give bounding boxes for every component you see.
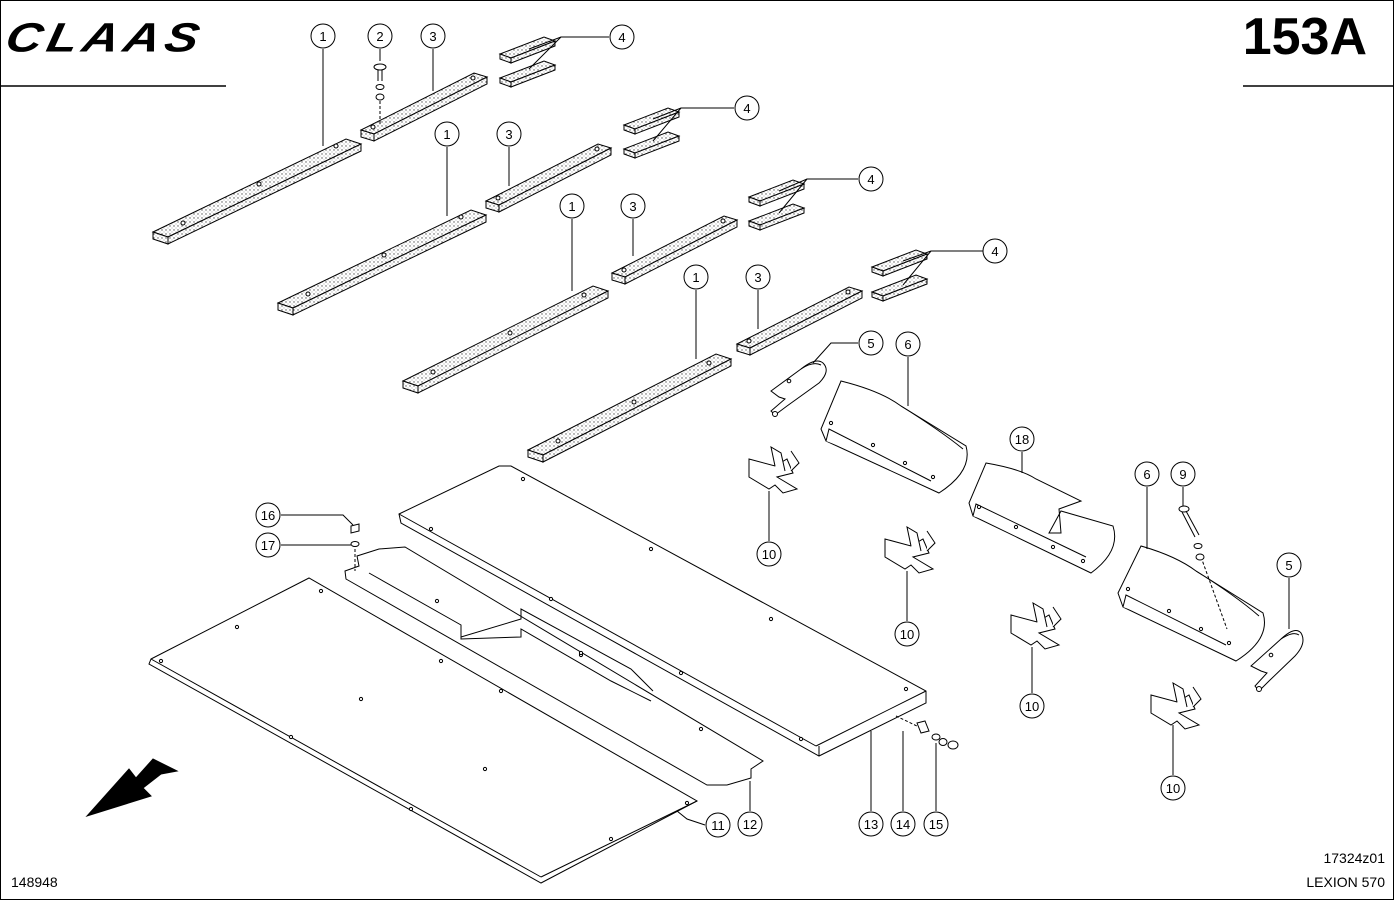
short-bar-3a [359, 72, 489, 142]
callout-18: 18 [1009, 426, 1035, 452]
reference-number: 148948 [11, 874, 58, 890]
callout-9: 9 [1170, 461, 1196, 487]
callout-10c: 10 [1019, 693, 1045, 719]
svg-text:4: 4 [618, 30, 625, 45]
brand-logo: CLAAS [1, 14, 209, 61]
svg-text:5: 5 [867, 336, 874, 351]
svg-text:15: 15 [929, 817, 943, 832]
small-plates-4c [747, 179, 806, 231]
long-bar-1d [526, 353, 733, 463]
svg-text:5: 5 [1285, 558, 1292, 573]
svg-text:4: 4 [867, 172, 874, 187]
callout-3d: 3 [745, 264, 771, 290]
callout-5b: 5 [1276, 552, 1302, 578]
callout-14: 14 [890, 811, 916, 837]
callout-1b: 1 [434, 121, 460, 147]
callout-1c: 1 [559, 193, 585, 219]
mount-bracket-10b [884, 525, 936, 574]
large-floor-plate-13 [398, 465, 927, 757]
long-bar-1b [276, 209, 488, 316]
svg-text:3: 3 [429, 29, 436, 44]
callout-3c: 3 [620, 193, 646, 219]
svg-text:6: 6 [1143, 467, 1150, 482]
svg-text:4: 4 [991, 244, 998, 259]
svg-text:10: 10 [1166, 781, 1180, 796]
callout-5a: 5 [858, 330, 884, 356]
callout-1a: 1 [310, 23, 336, 49]
short-bar-3d [735, 286, 864, 356]
small-plates-4a [498, 36, 557, 88]
page-code: 153A [1242, 8, 1367, 66]
small-plates-4d [870, 249, 929, 302]
mount-bracket-10c [1010, 601, 1062, 650]
travel-direction-arrow-icon [85, 758, 179, 818]
svg-text:16: 16 [261, 508, 275, 523]
callout-4a: 4 [609, 24, 635, 50]
svg-text:10: 10 [762, 547, 776, 562]
svg-text:2: 2 [376, 29, 383, 44]
svg-text:9: 9 [1179, 467, 1186, 482]
svg-text:12: 12 [743, 817, 757, 832]
cover-hood-6b [1117, 545, 1265, 662]
bolt-washer-nut-14-15 [895, 715, 959, 750]
clip-bracket-5a [770, 360, 827, 417]
part-callouts: 1 2 3 4 4 1 3 4 1 3 4 1 3 5 6 18 6 9 5 1… [255, 23, 1302, 838]
callout-13: 13 [858, 811, 884, 837]
long-bolt-and-nut-9 [1178, 505, 1205, 561]
long-bar-1a [151, 138, 363, 245]
machine-model: LEXION 570 [1306, 874, 1385, 890]
mount-bracket-10a [748, 445, 800, 494]
bolt-with-washer-and-nut [373, 63, 387, 125]
long-bar-1c [401, 285, 610, 394]
callout-4d: 4 [982, 238, 1008, 264]
mount-bracket-10d [1150, 681, 1202, 730]
callout-10d: 10 [1160, 775, 1186, 801]
small-plates-4b [622, 107, 681, 159]
callout-17: 17 [255, 532, 281, 558]
svg-text:11: 11 [711, 818, 725, 833]
svg-text:10: 10 [1025, 699, 1039, 714]
callout-10b: 10 [894, 621, 920, 647]
seal-strip-plate-12 [344, 546, 764, 786]
callout-4c: 4 [858, 166, 884, 192]
screw-and-washer-16-17 [350, 523, 360, 571]
callout-2: 2 [367, 23, 393, 49]
callout-6a: 6 [895, 331, 921, 357]
svg-text:3: 3 [629, 199, 636, 214]
svg-text:3: 3 [505, 127, 512, 142]
base-floor-plate-11 [148, 577, 699, 884]
svg-text:14: 14 [896, 817, 910, 832]
callout-10a: 10 [756, 541, 782, 567]
callout-3a: 3 [420, 23, 446, 49]
svg-text:4: 4 [743, 101, 750, 116]
callout-11: 11 [705, 812, 731, 838]
callout-6b: 6 [1134, 461, 1160, 487]
svg-text:1: 1 [568, 199, 575, 214]
svg-text:1: 1 [692, 270, 699, 285]
cover-hood-18 [968, 462, 1116, 574]
callout-16: 16 [255, 502, 281, 528]
svg-text:13: 13 [864, 817, 878, 832]
short-bar-3c [610, 215, 739, 285]
callout-1d: 1 [683, 264, 709, 290]
leader-lines [281, 36, 1290, 826]
svg-text:6: 6 [904, 337, 911, 352]
cover-hood-6a [820, 380, 968, 494]
callout-3b: 3 [496, 121, 522, 147]
drawing-reference: 17324z01 [1323, 850, 1385, 866]
svg-text:1: 1 [443, 127, 450, 142]
svg-text:10: 10 [900, 627, 914, 642]
callout-12: 12 [737, 811, 763, 837]
callout-15: 15 [923, 811, 949, 837]
svg-text:1: 1 [319, 29, 326, 44]
clip-bracket-5b [1250, 630, 1304, 692]
svg-text:17: 17 [261, 538, 275, 553]
callout-4b: 4 [734, 95, 760, 121]
short-bar-3b [484, 143, 613, 213]
svg-text:18: 18 [1015, 432, 1029, 447]
svg-text:3: 3 [754, 270, 761, 285]
